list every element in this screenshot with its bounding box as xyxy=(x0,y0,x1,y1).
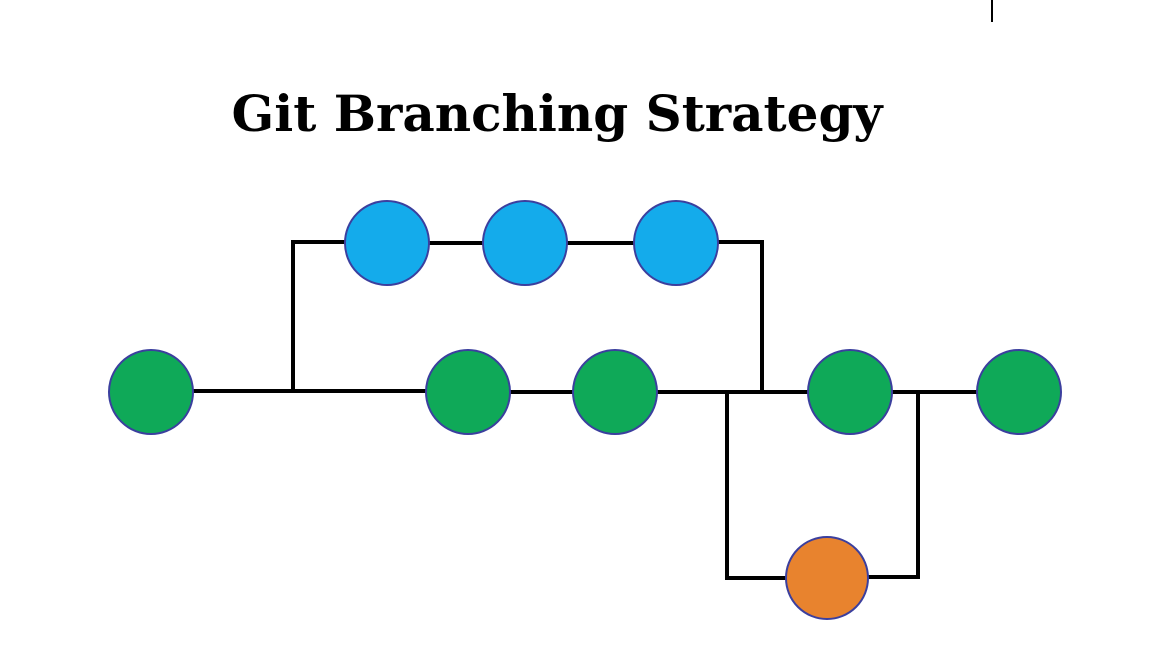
commit-node-main[interactable] xyxy=(108,349,194,435)
branch-edges xyxy=(193,240,979,580)
commit-node-main[interactable] xyxy=(425,349,511,435)
commit-node-main[interactable] xyxy=(976,349,1062,435)
commit-node-main[interactable] xyxy=(572,349,658,435)
commit-node-main[interactable] xyxy=(807,349,893,435)
page-title: Git Branching Strategy xyxy=(232,84,885,143)
commit-nodes xyxy=(108,200,1062,620)
commit-node-feature[interactable] xyxy=(482,200,568,286)
commit-node-hotfix[interactable] xyxy=(785,536,869,620)
commit-node-feature[interactable] xyxy=(344,200,430,286)
commit-node-feature[interactable] xyxy=(633,200,719,286)
